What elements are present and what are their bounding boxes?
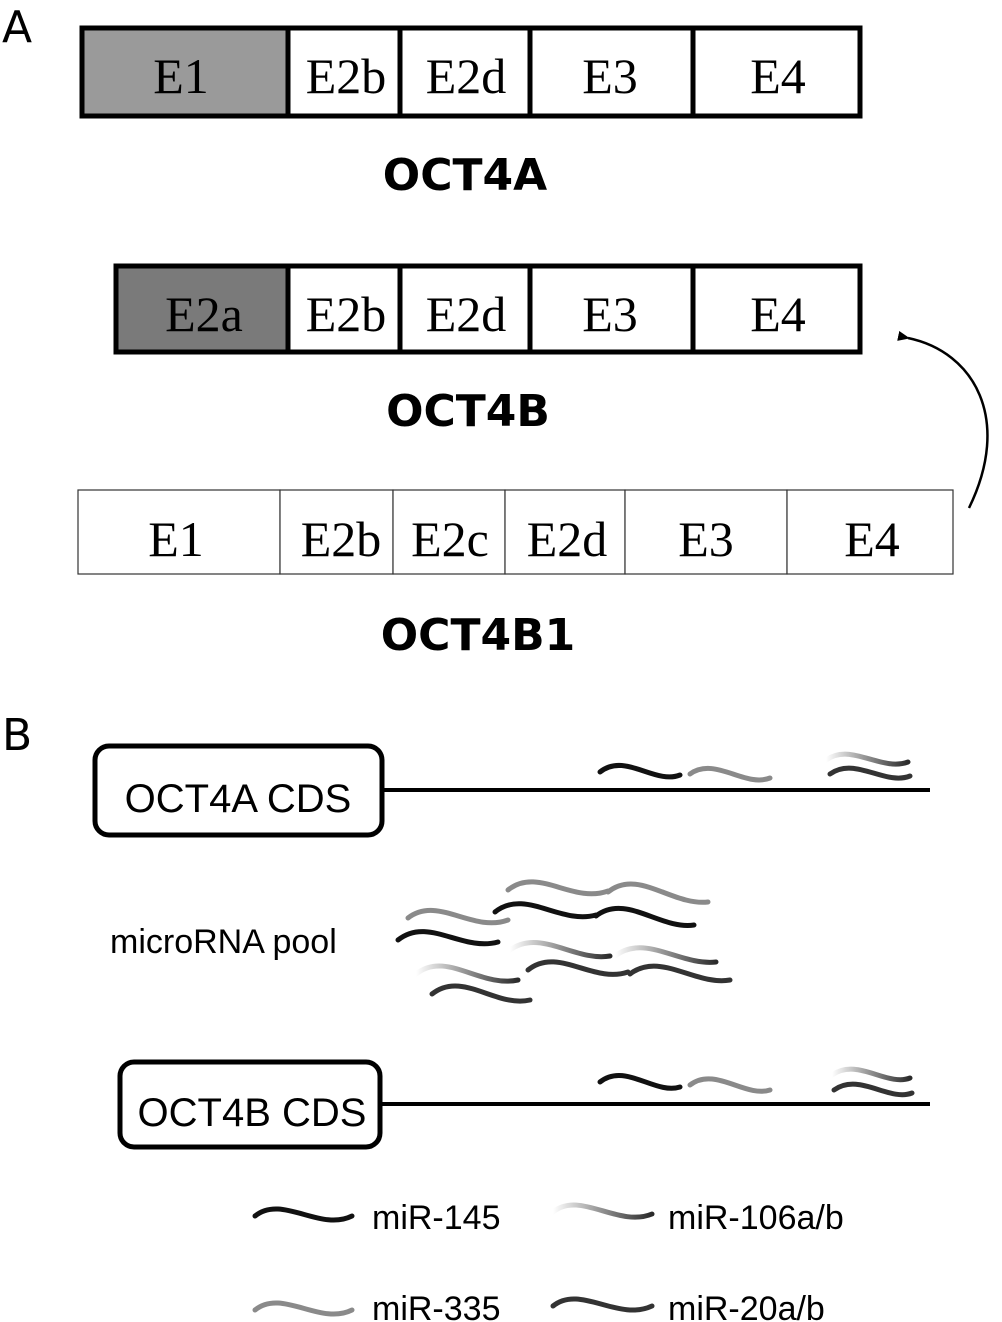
cds-label: OCT4B CDS — [138, 1091, 367, 1135]
legend-swatch-mir106 — [550, 1202, 655, 1220]
exon-e4 — [690, 263, 863, 355]
mir-335-wave — [505, 879, 611, 897]
isoform-oct4b: E2a E2b E2d E3 E4 OCT4B — [113, 263, 863, 437]
exon-e2c — [392, 489, 506, 575]
mir-20-wave — [831, 1081, 915, 1098]
oct4a-transcript: OCT4A CDS — [92, 743, 930, 838]
cds-label: OCT4A CDS — [125, 777, 352, 821]
exon-e4 — [786, 489, 954, 575]
exon-e2b — [279, 489, 394, 575]
mir-106-wave — [829, 1066, 913, 1083]
exon-label: E2b — [301, 511, 382, 567]
isoform-oct4a: E1 E2b E2d E3 E4 OCT4A — [79, 25, 863, 201]
exon-label: E2b — [306, 48, 387, 104]
legend-swatch-mir145 — [252, 1206, 355, 1223]
exon-label: E2a — [165, 286, 243, 342]
isoform-label: OCT4B — [386, 386, 550, 437]
mir-20-wave — [827, 765, 913, 781]
mir-335-wave — [405, 907, 511, 926]
mir-20-wave — [429, 983, 533, 1004]
mir-106-wave — [413, 963, 521, 984]
exon-label: E1 — [153, 48, 209, 104]
exon-label: E2d — [426, 48, 507, 104]
exon-label: E3 — [582, 48, 638, 104]
exon-label: E1 — [148, 511, 204, 567]
cds-box — [117, 1059, 383, 1150]
legend-label-mir145: miR-145 — [372, 1199, 500, 1237]
mir-335-wave — [605, 881, 711, 905]
exon-label: E4 — [750, 48, 806, 104]
exon-e2b — [285, 25, 403, 119]
legend-swatch-mir20 — [550, 1296, 655, 1313]
legend-label-mir335: miR-335 — [372, 1290, 500, 1322]
exon-label: E2d — [527, 511, 608, 567]
panel-a-letter: A — [2, 2, 32, 53]
mir-335-wave — [687, 766, 773, 783]
pool-label: microRNA pool — [110, 923, 337, 961]
curved-arrow — [897, 331, 989, 509]
exon-e2d — [397, 25, 533, 119]
exon-e4 — [690, 25, 863, 119]
exon-label: E2c — [411, 511, 489, 567]
oct4b-transcript: OCT4B CDS — [117, 1059, 930, 1150]
exon-e1 — [79, 25, 291, 119]
mir-145-wave — [593, 905, 697, 928]
exon-e2d — [504, 489, 626, 575]
legend-swatch-mir335 — [252, 1300, 355, 1317]
cds-box — [92, 743, 385, 838]
legend-label-mir20: miR-20a/b — [668, 1290, 825, 1322]
exon-label: E2d — [426, 286, 507, 342]
mir-335-wave — [687, 1076, 773, 1094]
exon-label: E2b — [306, 286, 387, 342]
isoform-label: OCT4A — [383, 150, 547, 201]
legend: miR-145 miR-106a/b miR-335 miR-20a/b — [252, 1199, 844, 1322]
isoform-oct4b1: E1 E2b E2c E2d E3 E4 OCT4B1 — [77, 489, 954, 661]
exon-label: E4 — [750, 286, 806, 342]
exon-label: E3 — [678, 511, 734, 567]
mir-106-wave — [612, 945, 719, 965]
mir-106-wave — [507, 940, 613, 960]
exon-e3 — [624, 489, 788, 575]
exon-label: E4 — [844, 511, 900, 567]
mir-145-wave — [597, 763, 683, 780]
mir-20-wave — [627, 963, 733, 984]
mir-106-wave — [823, 751, 911, 767]
mir-145-wave — [597, 1073, 683, 1091]
exon-e3 — [527, 263, 696, 355]
exon-e2b — [285, 263, 403, 355]
mir-145-wave — [395, 929, 501, 947]
isoform-label: OCT4B1 — [381, 610, 575, 661]
legend-label-mir106: miR-106a/b — [668, 1199, 844, 1237]
microrna-pool — [395, 879, 733, 1004]
mir-20-wave — [525, 959, 631, 977]
mir-145-wave — [492, 901, 599, 920]
exon-e2d — [397, 263, 533, 355]
exon-e2a — [113, 263, 291, 355]
panel-b-letter: B — [2, 710, 32, 761]
exon-label: E3 — [582, 286, 638, 342]
